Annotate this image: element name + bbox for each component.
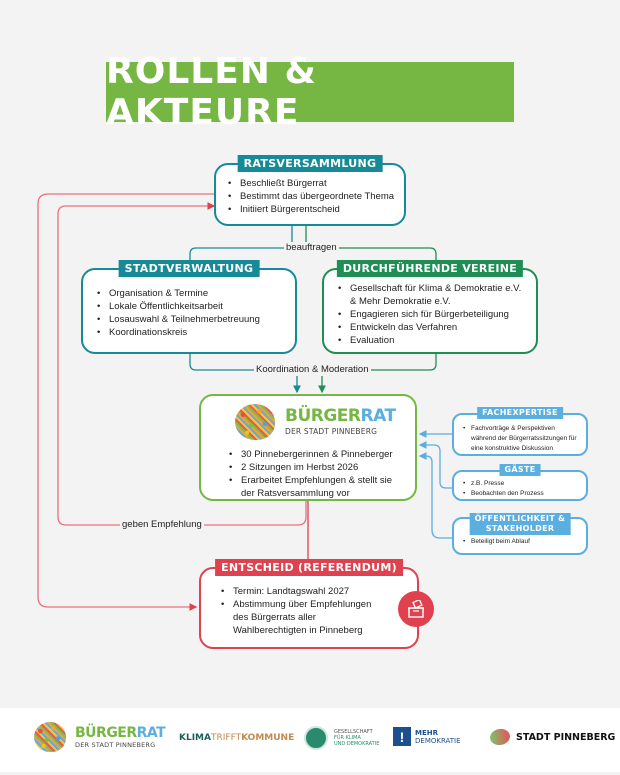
list-item: Losauswahl & Teilnehmerbetreuung — [97, 313, 295, 326]
footer-logo-buergerrat: BÜRGERRAT DER STADT PINNEBERG — [34, 722, 166, 752]
speech-bubble-icon — [235, 404, 275, 440]
gesellschaft-line-1: GESELLSCHAFT — [334, 729, 373, 735]
oeffentlichkeit-box: ÖFFENTLICHKEIT & STAKEHOLDER Beteiligt b… — [452, 513, 588, 555]
wordmark-buerger: BÜRGER — [285, 406, 361, 426]
kommune-text: KOMMUNE — [241, 733, 295, 743]
list-item: Abstimmung über Empfehlungen des Bürgerr… — [221, 598, 377, 637]
list-item: Evaluation — [338, 334, 528, 347]
label-koordination: Koordination & Moderation — [254, 364, 371, 376]
list-item: Fachvorträge & Perspektiven während der … — [463, 424, 580, 454]
footer-logo-mehr-demokratie: ! MEHR DEMOKRATIE — [393, 727, 461, 746]
label-beauftragen: beauftragen — [284, 242, 339, 254]
fachexpertise-box: FACHEXPERTISE Fachvorträge & Perspektive… — [452, 407, 588, 456]
green-line-beauftragen — [305, 226, 437, 262]
entscheid-box: ENTSCHEID (REFERENDUM) Termin: Landtagsw… — [199, 559, 434, 649]
trifft-text: TRIFFT — [210, 733, 242, 743]
ballot-box-glyph — [408, 600, 424, 618]
page-title-text: ROLLEN & AKTEURE — [106, 51, 317, 133]
list-item: Beobachten den Prozess — [463, 489, 580, 499]
list-item: Gesellschaft für Klima & Demokratie e.V.… — [338, 282, 528, 308]
footer-buergerrat-wordmark: BÜRGERRAT — [75, 724, 166, 741]
list-item: Initiiert Bürgerentscheid — [228, 203, 404, 216]
list-item: Erarbeitet Empfehlungen & stellt sie der… — [229, 474, 405, 500]
red-line-outer — [37, 193, 214, 611]
blue-line-gaeste — [418, 441, 452, 489]
speech-bubble-icon — [34, 722, 66, 752]
footer-wordmark-rat: RAT — [136, 724, 166, 741]
mehr-text: MEHR — [415, 728, 438, 737]
footer-wordmark-buerger: BÜRGER — [75, 724, 137, 741]
stadt-pinneberg-text: STADT PINNEBERG — [516, 731, 616, 743]
demokratie-text: DEMOKRATIE — [415, 736, 461, 745]
buergerrat-box: BÜRGERRAT DER STADT PINNEBERG 30 Pinnebe… — [199, 394, 417, 501]
gesellschaft-line-3: UND DEMOKRATIE — [334, 741, 380, 747]
list-item: Lokale Öffentlichkeitsarbeit — [97, 300, 295, 313]
list-item: Organisation & Termine — [97, 287, 295, 300]
heart-icon — [488, 727, 512, 747]
stadtverwaltung-box: STADTVERWALTUNG Organisation & Termine L… — [81, 260, 297, 354]
vereine-heading: DURCHFÜHRENDE VEREINE — [336, 260, 524, 277]
buergerrat-wordmark: BÜRGERRAT — [285, 408, 396, 425]
klima-text: KLIMA — [179, 733, 211, 743]
list-item: 2 Sitzungen im Herbst 2026 — [229, 461, 405, 474]
vereine-box: DURCHFÜHRENDE VEREINE Gesellschaft für K… — [322, 260, 538, 354]
list-item: Termin: Landtagswahl 2027 — [221, 585, 377, 598]
ratsversammlung-heading: RATSVERSAMMLUNG — [237, 155, 383, 172]
footer-logo-gesellschaft: GESELLSCHAFT FÜR KLIMA UND DEMOKRATIE — [304, 726, 379, 750]
blue-line-oeffentlichkeit — [418, 452, 452, 539]
red-line-inner — [57, 202, 307, 526]
list-item: Beteiligt beim Ablauf — [463, 537, 580, 547]
gaeste-heading: GÄSTE — [499, 464, 541, 476]
exclamation-icon: ! — [393, 727, 411, 746]
gaeste-box: GÄSTE z.B. Presse Beobachten den Prozess — [452, 464, 588, 501]
list-item: Engagieren sich für Bürgerbeteiligung — [338, 308, 528, 321]
oeffentlichkeit-heading-line-1: ÖFFENTLICHKEIT & — [474, 514, 566, 523]
list-item: Bestimmt das übergeordnete Thema — [228, 190, 404, 203]
entscheid-heading: ENTSCHEID (REFERENDUM) — [215, 559, 403, 576]
green-line-koordination — [320, 353, 437, 371]
ballot-box-icon — [398, 591, 434, 627]
wordmark-rat: RAT — [360, 406, 397, 426]
gesellschaft-line-2: FÜR KLIMA — [334, 735, 361, 741]
buergerrat-logo: BÜRGERRAT DER STADT PINNEBERG — [235, 404, 415, 440]
label-empfehlung: geben Empfehlung — [120, 519, 204, 531]
list-item: Entwickeln das Verfahren — [338, 321, 528, 334]
page-title: ROLLEN & AKTEURE — [106, 51, 514, 133]
list-item: Beschließt Bürgerrat — [228, 177, 404, 190]
stadtverwaltung-heading: STADTVERWALTUNG — [118, 260, 260, 277]
footer-wordmark-sub: DER STADT PINNEBERG — [75, 740, 156, 749]
ratsversammlung-box: RATSVERSAMMLUNG Beschließt Bürgerrat Bes… — [214, 155, 406, 226]
list-item: Koordinationskreis — [97, 326, 295, 339]
fachexpertise-heading: FACHEXPERTISE — [477, 407, 563, 419]
list-item: 30 Pinnebergerinnen & Pinneberger — [229, 448, 405, 461]
footer-logo-stadt-pinneberg: STADT PINNEBERG — [488, 727, 616, 747]
gesellschaft-circle-icon — [304, 726, 328, 750]
list-item: z.B. Presse — [463, 479, 580, 489]
teal-line-beauftragen — [189, 226, 293, 262]
oeffentlichkeit-heading-line-2: STAKEHOLDER — [485, 524, 555, 533]
oeffentlichkeit-heading: ÖFFENTLICHKEIT & STAKEHOLDER — [469, 513, 571, 535]
wordmark-sub: DER STADT PINNEBERG — [285, 427, 378, 436]
teal-line-koordination — [189, 353, 298, 371]
